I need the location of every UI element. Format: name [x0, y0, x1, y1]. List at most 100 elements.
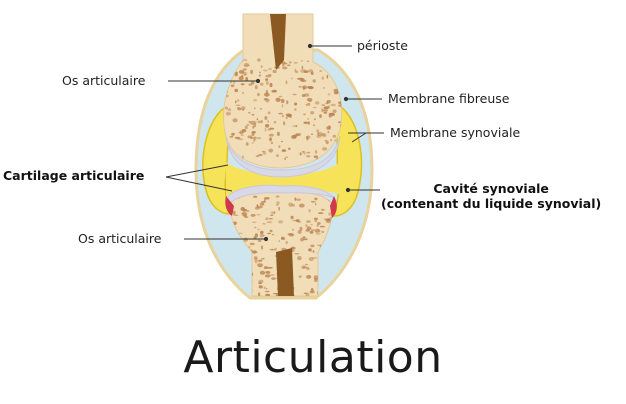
bone-pore	[299, 275, 302, 278]
bone-pore	[243, 68, 247, 70]
bone-pore	[297, 78, 303, 80]
bone-pore	[238, 294, 240, 296]
bone-pore	[273, 293, 279, 294]
bone-pore	[338, 121, 341, 123]
bone-pore	[257, 118, 259, 120]
bone-pore	[247, 124, 250, 126]
label-bone-top: Os articulaire	[62, 73, 145, 88]
bone-pore	[307, 86, 313, 89]
bone-pore	[297, 256, 302, 260]
bone-pore	[321, 231, 324, 232]
label-bone-bottom: Os articulaire	[78, 231, 161, 246]
bone-pore	[249, 84, 252, 86]
bone-pore	[306, 220, 311, 223]
bone-pore	[253, 196, 257, 198]
label-synovial-cavity: Cavité synoviale (contenant du liquide s…	[381, 181, 601, 211]
bone-pore	[278, 207, 280, 211]
bone-pore	[303, 113, 306, 115]
bone-pore	[315, 203, 317, 205]
bone-pore	[303, 151, 305, 155]
bone-pore	[265, 217, 268, 220]
bone-pore	[300, 69, 306, 73]
bone-pore	[270, 249, 275, 251]
bone-pore	[269, 137, 272, 141]
bone-pore	[317, 132, 319, 135]
bone-pore	[311, 134, 314, 136]
bottom-bone-marrow	[276, 248, 294, 296]
bone-pore	[268, 68, 272, 70]
bone-pore	[321, 108, 323, 112]
bone-pore	[228, 108, 232, 111]
bone-pore	[308, 249, 311, 252]
bone-pore	[265, 271, 270, 274]
bone-pore	[237, 108, 242, 111]
bone-pore	[319, 114, 322, 118]
bone-pore	[245, 64, 250, 66]
bone-pore	[287, 64, 291, 66]
bone-pore	[276, 201, 279, 204]
bone-pore	[230, 136, 234, 138]
bone-pore	[275, 248, 277, 251]
bone-pore	[272, 90, 276, 93]
bone-pore	[316, 129, 319, 132]
bone-pore	[310, 231, 314, 234]
bone-pore	[291, 216, 294, 219]
bone-pore	[295, 133, 299, 136]
bone-pore	[250, 70, 253, 74]
bone-pore	[239, 130, 243, 134]
bone-pore	[310, 245, 314, 248]
bone-pore	[254, 227, 256, 228]
bone-pore	[242, 109, 245, 111]
bone-pore	[260, 271, 265, 275]
bone-pore	[301, 60, 303, 62]
bone-pore	[279, 240, 281, 242]
bone-pore	[308, 209, 310, 213]
bone-pore	[286, 117, 288, 119]
bone-pore	[237, 99, 240, 101]
bone-pore	[276, 195, 280, 197]
bone-pore	[255, 121, 257, 122]
bone-pore	[306, 136, 308, 140]
bone-pore	[243, 59, 247, 60]
bone-pore	[263, 151, 266, 155]
bone-pore	[311, 201, 316, 203]
bone-pore	[278, 220, 283, 223]
bone-pore	[292, 94, 296, 95]
bone-pore	[314, 220, 317, 222]
bone-pore	[294, 253, 299, 254]
bone-pore	[299, 86, 302, 87]
bone-pore	[323, 112, 327, 114]
bone-pore	[323, 87, 325, 89]
bone-pore	[254, 123, 257, 127]
bone-pore	[258, 280, 263, 283]
bone-pore	[274, 211, 276, 214]
bone-pore	[317, 223, 319, 227]
bone-pore	[259, 285, 263, 288]
bone-pore	[259, 75, 261, 77]
bone-pore	[282, 104, 284, 107]
bone-pore	[314, 275, 319, 279]
bone-pore	[321, 209, 325, 211]
bone-pore	[271, 214, 273, 215]
bone-pore	[295, 69, 297, 73]
bone-pore	[225, 107, 228, 110]
bone-pore	[260, 234, 264, 238]
bone-pore	[301, 265, 306, 269]
bone-pore	[260, 83, 264, 86]
bone-pore	[300, 80, 306, 82]
bone-pore	[270, 230, 273, 233]
bone-pore	[310, 111, 314, 114]
bone-pore	[281, 99, 285, 103]
bone-pore	[235, 137, 241, 139]
bone-pore	[271, 142, 273, 144]
bone-pore	[233, 294, 235, 298]
bone-pore	[250, 243, 255, 245]
bone-pore	[264, 197, 270, 200]
bone-pore	[307, 152, 311, 154]
bone-pore	[314, 118, 316, 120]
label-fibrous-membrane: Membrane fibreuse	[388, 91, 509, 106]
bone-pore	[257, 137, 261, 138]
bone-pore	[256, 214, 260, 215]
bone-pore	[303, 122, 308, 124]
